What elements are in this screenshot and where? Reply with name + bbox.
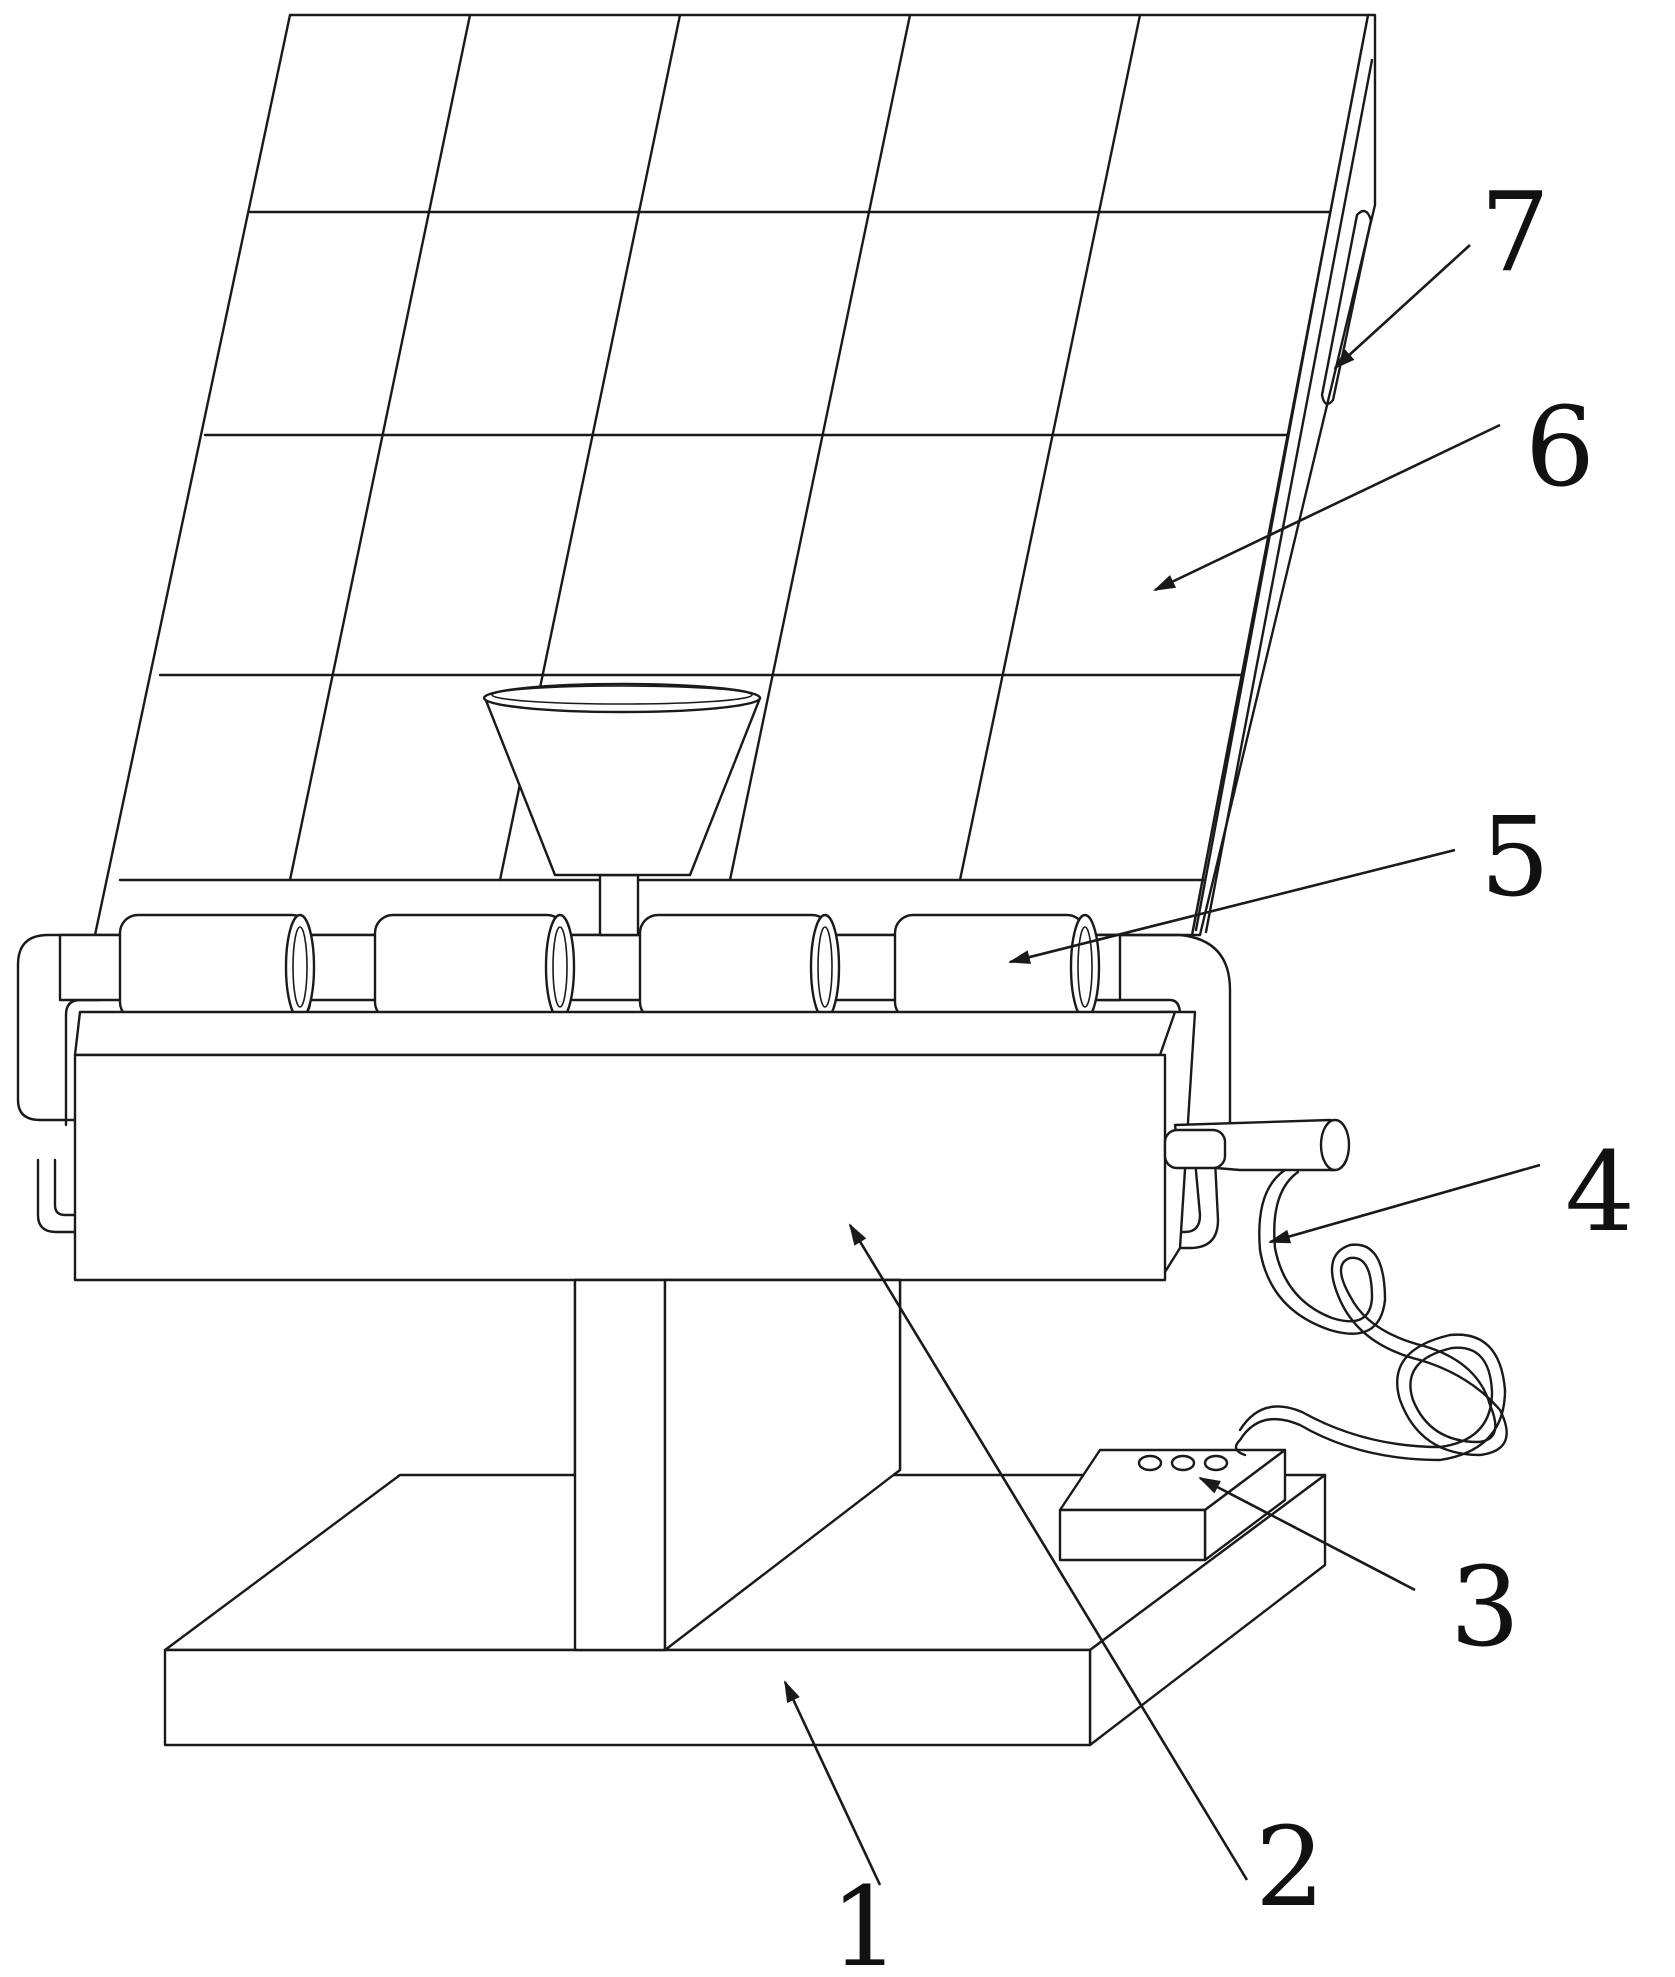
label-1: 1 (830, 1863, 900, 1977)
leader-arrow-6 (1153, 423, 1501, 592)
roller-2-end (544, 913, 576, 1021)
solar-panel (93, 13, 1377, 937)
roller-2-end-inner (552, 926, 568, 1008)
panel-grid-line (288, 13, 472, 882)
right-pipe-outer (1098, 933, 1232, 1132)
label-4: 4 (1565, 1128, 1635, 1256)
control-box-front (1058, 1508, 1207, 1562)
outlet-pipe-end (1319, 1118, 1351, 1172)
leader-arrow-1 (783, 1680, 882, 1886)
cable (1234, 1168, 1508, 1462)
panel-face (93, 13, 1370, 937)
panel-slot (1320, 209, 1373, 406)
roller-3-end (809, 913, 841, 1021)
stand-post-left-front (573, 1278, 667, 1652)
label-2: 2 (1255, 1803, 1325, 1931)
panel-grid-line (958, 13, 1142, 882)
side-pipes (16, 933, 1232, 1250)
funnel-rim (482, 682, 762, 714)
label-5: 5 (1480, 793, 1550, 921)
leader-arrow-4 (1268, 1163, 1541, 1244)
label-3: 3 (1450, 1543, 1520, 1671)
control-box (1058, 1448, 1287, 1562)
leader-arrow-3 (1198, 1476, 1416, 1592)
housing-front (73, 1053, 1167, 1282)
roller-3-end-inner (817, 926, 833, 1008)
right-lower-loop-outer (1173, 1158, 1220, 1250)
leader-arrow-5 (1008, 848, 1456, 964)
roller (118, 913, 316, 1022)
label-6: 6 (1525, 383, 1595, 511)
cable-inner (1238, 1170, 1497, 1449)
roller-4 (893, 913, 1087, 1022)
housing (73, 1010, 1351, 1282)
left-lower-loop-inner (53, 1158, 77, 1217)
roller-1-end-inner (292, 926, 308, 1008)
leader-arrows (783, 244, 1541, 1886)
funnel-stem (598, 873, 640, 937)
stand-post-right-front (663, 1278, 902, 1652)
roller-3 (638, 913, 832, 1022)
knob-icon (1203, 1454, 1229, 1472)
panel-edge-line (1204, 58, 1374, 934)
knob-icon (1137, 1454, 1163, 1472)
roller-pipe (58, 682, 1122, 1022)
label-7: 7 (1480, 168, 1550, 296)
base-front (163, 1648, 1092, 1747)
right-lower-loop (1173, 1158, 1202, 1234)
panel-grid-line (728, 13, 912, 882)
leader-arrow-2 (848, 1223, 1249, 1881)
roller (893, 913, 1101, 1022)
roller (373, 913, 576, 1022)
roller-1 (118, 913, 312, 1022)
leader-arrow-7 (1333, 244, 1471, 370)
roller-4-end (1069, 913, 1101, 1021)
cable-outer (1234, 1168, 1508, 1462)
roller-1-end (284, 913, 316, 1021)
funnel-rim-inner (491, 685, 753, 705)
left-lower-loop (36, 1158, 77, 1234)
housing-top (73, 1010, 1177, 1057)
left-pipe-outer (16, 933, 102, 1122)
outlet-coupling (1163, 1128, 1227, 1170)
roller (638, 913, 841, 1022)
reference-labels: 1 2 3 4 5 6 7 (830, 168, 1635, 1977)
knob-icon (1170, 1454, 1196, 1472)
roller-2 (373, 913, 567, 1022)
base (163, 1278, 1327, 1747)
roller-4-end-inner (1077, 926, 1093, 1008)
